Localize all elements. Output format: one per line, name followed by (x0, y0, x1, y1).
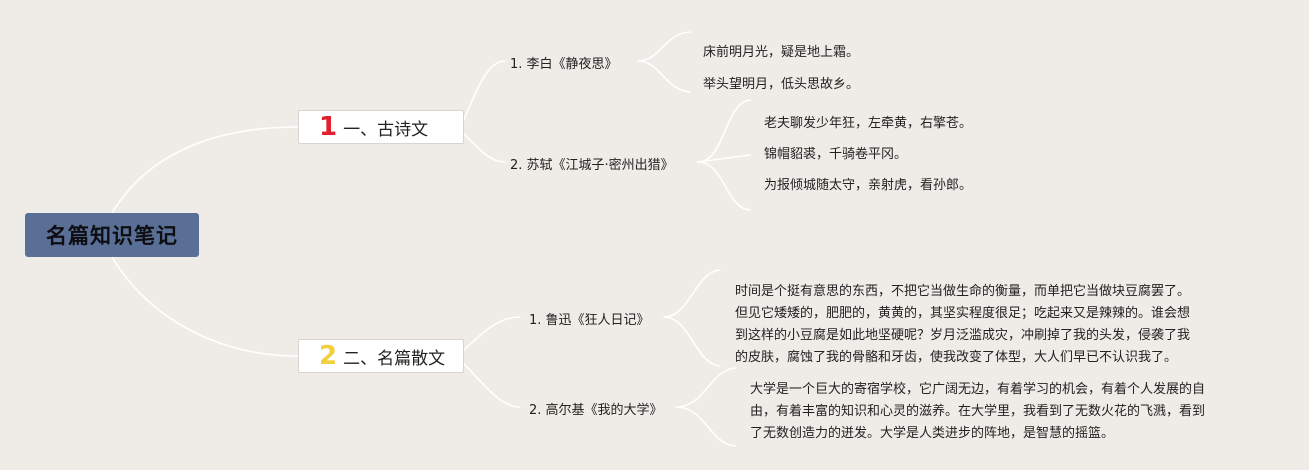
link-topic2-sub1 (463, 316, 521, 351)
link-sub3-para-b (663, 316, 721, 367)
link-root-topic2 (111, 256, 299, 357)
priority-2-marker: 2 (319, 341, 338, 371)
paragraph-kuangren-riji[interactable]: 时间是个挺有意思的东西，不把它当做生命的衡量，而单把它当做块豆腐罢了。 但见它矮… (735, 281, 1190, 369)
link-topic2-sub2 (463, 363, 521, 408)
subtopic-kuangren-riji[interactable]: 1. 鲁迅《狂人日记》 (529, 313, 650, 328)
priority-1-marker: 1 (319, 112, 338, 142)
leaf-line[interactable]: 床前明月光，疑是地上霜。 (703, 45, 860, 60)
subtopic-jiangchengzi[interactable]: 2. 苏轼《江城子·密州出猎》 (510, 158, 674, 173)
topic-famous-prose[interactable]: 2 二、名篇散文 (298, 339, 464, 373)
topic-label: 二、名篇散文 (343, 348, 446, 369)
topic-ancient-poetry[interactable]: 1 一、古诗文 (298, 110, 464, 144)
link-sub1-leaf1 (637, 31, 691, 62)
link-sub4-para-b (675, 406, 736, 447)
paragraph-line: 到这样的小豆腐是如此地坚硬呢？岁月泛滥成灾，冲刷掉了我的头发，侵袭了我 (735, 328, 1191, 343)
paragraph-line: 大学是一个巨大的寄宿学校，它广阔无边，有着学习的机会，有着个人发展的自 (750, 382, 1206, 397)
paragraph-line: 时间是个挺有意思的东西，不把它当做生命的衡量，而单把它当做块豆腐罢了。 (735, 284, 1191, 299)
leaf-line[interactable]: 老夫聊发少年狂，左牵黄，右擎苍。 (764, 116, 973, 131)
link-sub1-leaf2 (637, 60, 691, 93)
link-topic1-sub2 (463, 133, 506, 163)
link-root-topic1 (111, 126, 299, 214)
link-sub2-leaf3 (697, 161, 751, 211)
paragraph-line: 由，有着丰富的知识和心灵的滋养。在大学里，我看到了无数火花的飞溅，看到 (750, 404, 1206, 419)
root-topic[interactable]: 名篇知识笔记 (25, 213, 199, 257)
paragraph-wode-daxue[interactable]: 大学是一个巨大的寄宿学校，它广阔无边，有着学习的机会，有着个人发展的自 由，有着… (750, 379, 1205, 445)
paragraph-line: 但见它矮矮的，肥肥的，黄黄的，其坚实程度很足；吃起来又是辣辣的。谁会想 (735, 306, 1191, 321)
paragraph-line: 的皮肤，腐蚀了我的骨骼和牙齿，使我改变了体型，大人们早已不认识我了。 (735, 350, 1178, 365)
link-sub2-leaf1 (697, 99, 751, 163)
leaf-line[interactable]: 锦帽貂裘，千骑卷平冈。 (764, 147, 908, 162)
link-topic1-sub1 (463, 60, 506, 121)
leaf-line[interactable]: 举头望明月，低头思故乡。 (703, 77, 860, 92)
link-sub4-para (675, 367, 736, 408)
link-sub2-leaf2 (697, 154, 751, 163)
topic-label: 一、古诗文 (343, 119, 429, 140)
subtopic-wode-daxue[interactable]: 2. 高尔基《我的大学》 (529, 403, 663, 418)
link-sub3-para (663, 269, 721, 318)
subtopic-jingyesi[interactable]: 1. 李白《静夜思》 (510, 57, 618, 72)
paragraph-line: 了无数创造力的迸发。大学是人类进步的阵地，是智慧的摇篮。 (750, 426, 1115, 441)
leaf-line[interactable]: 为报倾城随太守，亲射虎，看孙郎。 (764, 178, 973, 193)
